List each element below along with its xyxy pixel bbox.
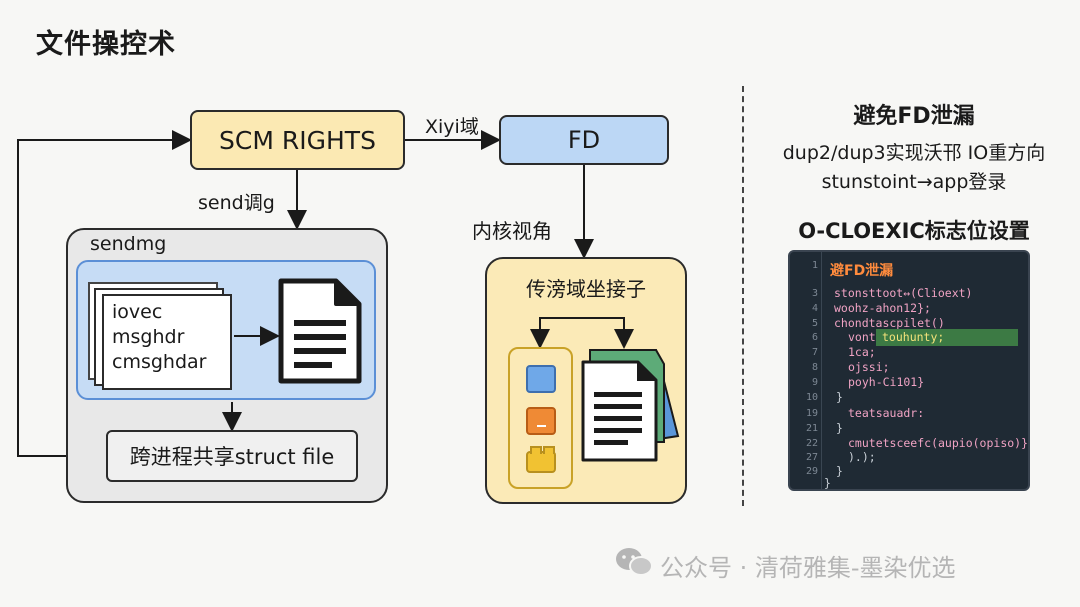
code-title: 避FD泄漏	[830, 263, 894, 279]
code-line: vont	[848, 330, 876, 344]
arrow-loop-back	[17, 130, 192, 457]
code-line: }	[836, 464, 843, 478]
socket-label: 传滂域坐接子	[526, 277, 646, 301]
code-line-highlighted: touhunty;	[882, 330, 945, 344]
line-number: 29	[805, 466, 818, 477]
code-line: }	[836, 421, 843, 435]
code-editor-panel: 1 避FD泄漏 3 stonsttoot↔(Clioext) 4 woohz-a…	[788, 250, 1030, 491]
code-line: stonsttoot↔(Clioext)	[834, 286, 973, 300]
fd-table	[508, 347, 573, 489]
line-number: 10	[805, 392, 818, 403]
line-number: 3	[811, 288, 818, 299]
line-number: 8	[811, 362, 818, 373]
code-line: teatsauadr:	[848, 406, 925, 420]
line-number: 5	[811, 318, 818, 329]
code-line: ).);	[848, 450, 876, 464]
edge-label-xiyi: Xiyi域	[425, 116, 479, 138]
document-icon	[278, 278, 362, 384]
line-number: 22	[805, 438, 818, 449]
right-line-2: stunstoint→app登录	[821, 171, 1007, 193]
code-line: poyh-Ci101}	[848, 375, 925, 389]
right-subheading: O-CLOEXIC标志位设置	[798, 219, 1030, 243]
wechat-icon	[616, 548, 653, 576]
edge-label-send: send调g	[198, 192, 275, 214]
line-number: 6	[811, 332, 818, 343]
shared-docs-icon	[581, 349, 680, 462]
edge-label-kernel: 内核视角	[472, 219, 552, 243]
socket-bracket	[539, 317, 625, 345]
scm-rights-box: SCM RIGHTS	[190, 110, 405, 170]
shared-struct-file-box: 跨进程共享struct file	[106, 430, 358, 482]
fd-box: FD	[499, 115, 669, 165]
code-line: woohz-ahon12};	[834, 301, 931, 315]
line-number: 9	[811, 377, 818, 388]
stack-item-msghdr: msghdr	[112, 326, 185, 348]
sendmg-label: sendmg	[90, 233, 167, 255]
code-line: cmutetsceefc(aupio(opiso)}	[848, 436, 1029, 450]
line-number: 21	[805, 423, 818, 434]
stack-item-iovec: iovec	[112, 301, 163, 323]
code-line: chondtascpilet()	[834, 316, 945, 330]
right-heading: 避免FD泄漏	[853, 104, 975, 129]
code-line: }	[824, 476, 831, 490]
code-line: 1ca;	[848, 345, 876, 359]
fd-slot-blue	[526, 365, 556, 393]
line-number: 7	[811, 347, 818, 358]
line-number: 19	[805, 408, 818, 419]
stack-item-cmsghdar: cmsghdar	[112, 351, 207, 373]
code-highlight	[876, 329, 1018, 346]
line-number: 1	[811, 260, 818, 271]
right-line-1: dup2/dup3实现沃邗 IO重方向	[782, 142, 1046, 164]
section-divider	[742, 86, 744, 506]
code-line: ojssi;	[848, 360, 890, 374]
code-line: }	[836, 390, 843, 404]
fd-slot-yellow	[526, 446, 556, 473]
fd-slot-orange	[526, 407, 556, 435]
line-number: 27	[805, 452, 818, 463]
line-number: 4	[811, 303, 818, 314]
watermark-text: 公众号 · 清荷雅集-墨染优选	[660, 554, 956, 582]
page-title: 文件操控术	[36, 29, 176, 60]
message-stack: iovec msghdr cmsghdar	[102, 294, 232, 390]
